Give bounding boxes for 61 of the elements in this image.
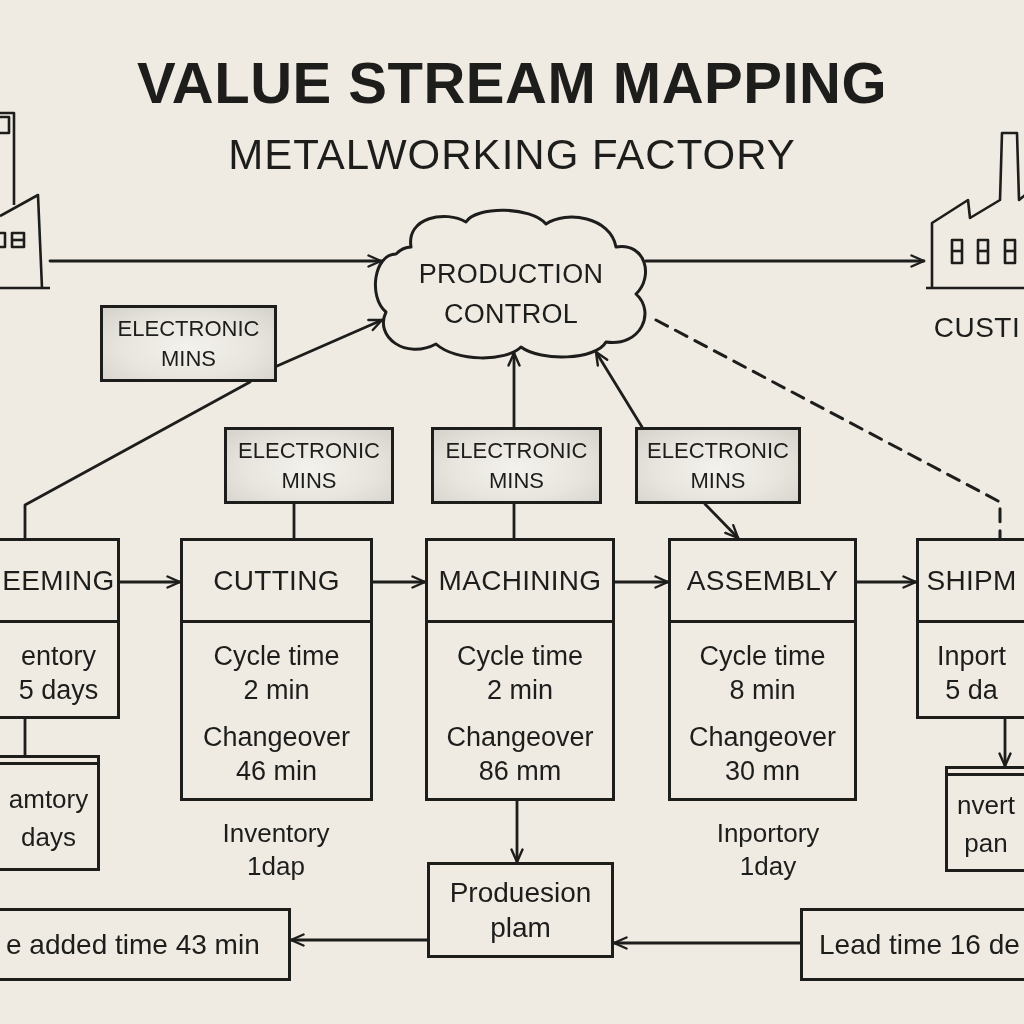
process-name: MACHINING [438,563,602,598]
arrow [507,351,521,429]
summary-text: Lead time 16 de [819,928,1020,962]
arrow [594,350,644,429]
dashed-line [654,318,1002,540]
process-metric: Cycle time 2 min [212,640,341,707]
arrow [289,933,429,947]
signal-box [635,427,801,504]
process-metric: Changeover 86 mm [445,721,595,788]
signal-label: ELECTRONIC MINS [116,314,261,373]
inventory-box [0,755,100,871]
signal-label: ELECTRONIC MINS [444,436,589,495]
arrow [275,318,384,368]
arrow [371,575,427,589]
process-metric: entory 5 days [17,640,100,707]
summary-text: Produesion plam [448,876,593,945]
arrow [855,575,918,589]
arrow [644,254,926,268]
process-name: SHIPM [926,563,1017,598]
process-box [916,538,1024,719]
arrow [510,799,524,864]
signal-box [100,305,277,382]
process-box [668,538,857,801]
signal-label: ELECTRONIC MINS [237,436,381,495]
connector-line [23,717,27,757]
summary-box [800,908,1024,981]
signal-box [224,427,394,504]
caption-text: Inportory 1day [715,817,821,883]
process-name: CUTTING [213,563,340,598]
process-box [180,538,373,801]
diagram-title: VALUE STREAM MAPPING [136,54,888,112]
arrow [48,254,383,268]
connector-line [23,380,252,540]
summary-box [0,908,291,981]
connector-line [292,502,296,540]
process-name: ASSEMBLY [686,563,839,598]
diagram-subtitle: METALWORKING FACTORY [228,134,796,176]
summary-text: e added time 43 min [6,928,260,962]
connector-line [512,502,516,540]
process-metric: Cycle time 8 min [698,640,827,707]
process-box [425,538,615,801]
process-metric: Changeover 46 min [201,721,352,788]
arrow [118,575,182,589]
inventory-text: amtory days [7,783,90,854]
arrow [613,575,670,589]
arrow [998,717,1012,768]
summary-box [427,862,614,958]
process-box [0,538,120,719]
caption-text: Inventory 1dap [221,817,331,883]
process-name: EEMING [2,563,115,598]
process-metric: Inport 5 da [935,640,1007,707]
signal-label: ELECTRONIC MINS [646,436,790,495]
caption-text: CUSTI [932,311,1022,344]
arrow [703,502,740,540]
cloud-label: PRODUCTION CONTROL [417,258,605,331]
process-metric: Cycle time 2 min [456,640,584,707]
signal-box [431,427,602,504]
arrow [612,936,802,950]
inventory-box [945,766,1024,872]
process-metric: Changeover 30 mn [687,721,838,788]
inventory-text: nvert pan [956,789,1016,860]
